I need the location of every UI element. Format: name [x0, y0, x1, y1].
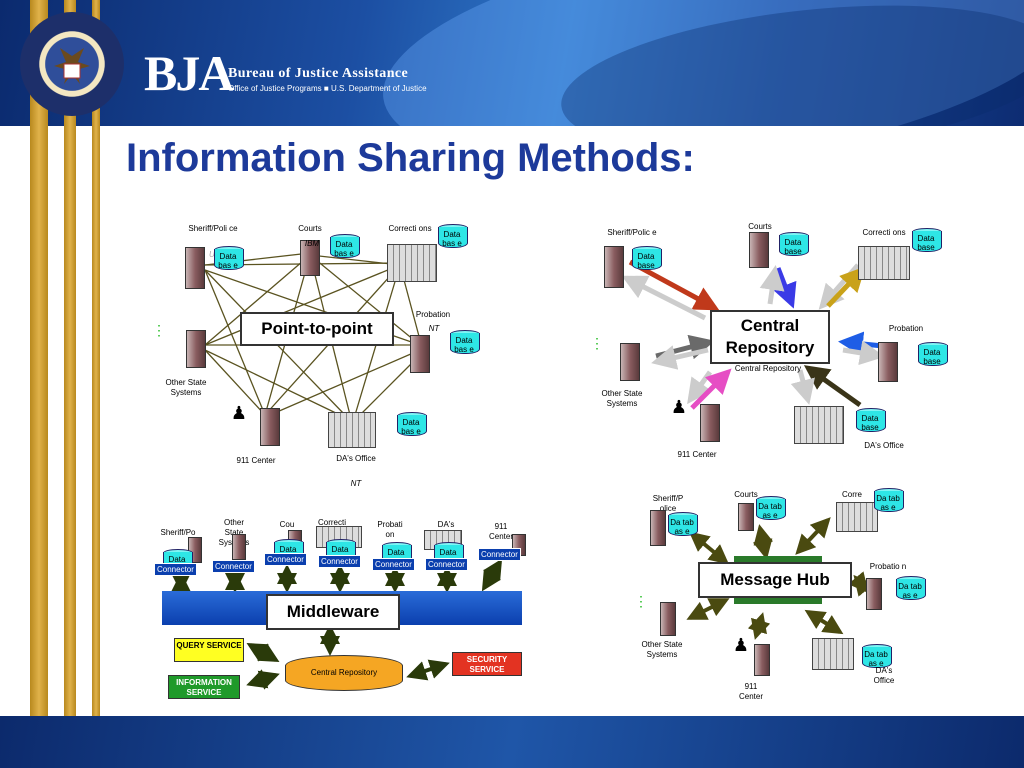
- corrections-server-icon: [858, 246, 910, 280]
- 911-server-icon: [260, 408, 280, 446]
- sheriff-server-icon: [604, 246, 624, 288]
- gold-stripe-mid: [64, 0, 76, 716]
- dispatcher-icon: ♟: [732, 635, 750, 655]
- da-server-icon: [794, 406, 844, 444]
- p2p-sheriff-label: Sheriff/Poli ce: [188, 224, 238, 233]
- sheriff-server-icon: [650, 510, 666, 546]
- database-icon: Data base: [856, 408, 886, 434]
- gold-stripe-left: [30, 0, 48, 716]
- connector-badge: Connector: [154, 563, 197, 576]
- information-service-box: INFORMATION SERVICE: [168, 675, 240, 699]
- point-to-point-title: Point-to-point: [240, 312, 394, 346]
- database-icon: Data bas e: [330, 234, 360, 260]
- p2p-da-os: NT: [350, 479, 362, 488]
- cr-probation-label: Probation: [888, 324, 924, 333]
- cr-911-label: 911 Center: [677, 450, 717, 459]
- cr-subtitle: Central Repository: [734, 364, 802, 373]
- p2p-courts-label: Courts: [298, 224, 322, 233]
- sheriff-server-icon: [185, 247, 205, 289]
- database-icon: Da tab as e: [862, 644, 892, 670]
- p2p-courts-os: IBM: [304, 239, 320, 248]
- mw-911-label: 911 Center: [488, 522, 513, 541]
- footer-band: [0, 716, 1024, 768]
- hub-other-label: Other State Systems: [641, 640, 683, 659]
- connector-badge: Connector: [372, 558, 415, 571]
- database-icon: Data bas e: [397, 412, 427, 438]
- 911-server-icon: [754, 644, 770, 676]
- probation-server-icon: [866, 578, 882, 610]
- hub-courts-label: Courts: [734, 490, 758, 499]
- network-nodes-icon: ⋮: [590, 335, 604, 351]
- p2p-911-label: 911 Center: [236, 456, 276, 465]
- courts-server-icon: [738, 503, 754, 531]
- p2p-da-label: DA's Office: [336, 454, 376, 463]
- doj-seal: [20, 12, 124, 116]
- page-title: Information Sharing Methods:: [126, 136, 695, 180]
- hub-corrections-label: Corre: [841, 490, 862, 499]
- other-systems-server-icon: [232, 534, 246, 560]
- database-icon: Data bas e: [214, 246, 244, 272]
- mw-probation-label: Probati on: [377, 520, 403, 539]
- database-icon: Data base: [918, 342, 948, 368]
- central-repository-cylinder: Central Repository: [285, 655, 403, 691]
- database-icon: Da tab as e: [874, 488, 904, 514]
- org-subtitle: Office of Justice Programs ■ U.S. Depart…: [228, 84, 427, 93]
- database-icon: Da tab as e: [756, 496, 786, 522]
- dispatcher-icon: ♟: [230, 403, 248, 423]
- other-systems-server-icon: [186, 330, 206, 368]
- org-name: Bureau of Justice Assistance: [228, 66, 409, 81]
- p2p-probation-os: NT: [428, 324, 440, 333]
- connector-badge: Connector: [318, 555, 361, 568]
- middleware-title: Middleware: [266, 594, 400, 630]
- da-server-icon: [812, 638, 854, 670]
- p2p-other-label: Other State Systems: [165, 378, 207, 397]
- gold-stripe-right: [92, 0, 100, 716]
- network-nodes-icon: ⋮: [634, 593, 648, 609]
- other-systems-server-icon: [660, 602, 676, 636]
- probation-server-icon: [878, 342, 898, 382]
- cr-courts-label: Courts: [748, 222, 772, 231]
- 911-server-icon: [700, 404, 720, 442]
- database-icon: Da tab as e: [668, 512, 698, 538]
- probation-server-icon: [410, 335, 430, 373]
- connector-badge: Connector: [264, 553, 307, 566]
- courts-server-icon: [300, 240, 320, 276]
- header-banner: [0, 0, 1024, 126]
- mw-corrections-label: Correcti: [317, 518, 346, 527]
- database-icon: Data bas e: [438, 224, 468, 250]
- cr-da-label: DA's Office: [864, 441, 904, 450]
- database-icon: Data base: [912, 228, 942, 254]
- bja-logo: BJA: [144, 45, 234, 101]
- connector-badge: Connector: [212, 560, 255, 573]
- mw-courts-label: Cou: [279, 520, 295, 529]
- hub-911-label: 911 Center: [738, 682, 763, 701]
- database-icon: Data bas e: [450, 330, 480, 356]
- dispatcher-icon: ♟: [670, 397, 688, 417]
- p2p-probation-label: Probation: [415, 310, 451, 319]
- hub-probation-label: Probatio n: [869, 562, 907, 571]
- database-icon: Data base: [632, 246, 662, 272]
- corrections-server-icon: [387, 244, 437, 282]
- da-server-icon: [328, 412, 376, 448]
- corrections-server-icon: [836, 502, 878, 532]
- database-icon: Da tab as e: [896, 576, 926, 602]
- cr-sheriff-label: Sheriff/Polic e: [607, 228, 657, 237]
- cr-corrections-label: Correcti ons: [862, 228, 906, 237]
- query-service-box: QUERY SERVICE: [174, 638, 244, 662]
- other-systems-server-icon: [620, 343, 640, 381]
- security-service-box: SECURITY SERVICE: [452, 652, 522, 676]
- database-icon: Data base: [779, 232, 809, 258]
- courts-server-icon: [749, 232, 769, 268]
- connector-badge: Connector: [425, 558, 468, 571]
- connector-badge: Connector: [478, 548, 521, 561]
- hub-da-label: DA's Office: [873, 666, 895, 685]
- central-repository-title: Central Repository: [710, 310, 830, 364]
- p2p-corrections-label: Correcti ons: [388, 224, 432, 233]
- network-nodes-icon: ⋮: [152, 322, 166, 338]
- hub-sheriff-label: Sheriff/P olice: [652, 494, 684, 513]
- mw-sheriff-label: Sheriff/Po: [160, 528, 196, 537]
- message-hub-title: Message Hub: [698, 562, 852, 598]
- cr-other-label: Other State Systems: [601, 389, 643, 408]
